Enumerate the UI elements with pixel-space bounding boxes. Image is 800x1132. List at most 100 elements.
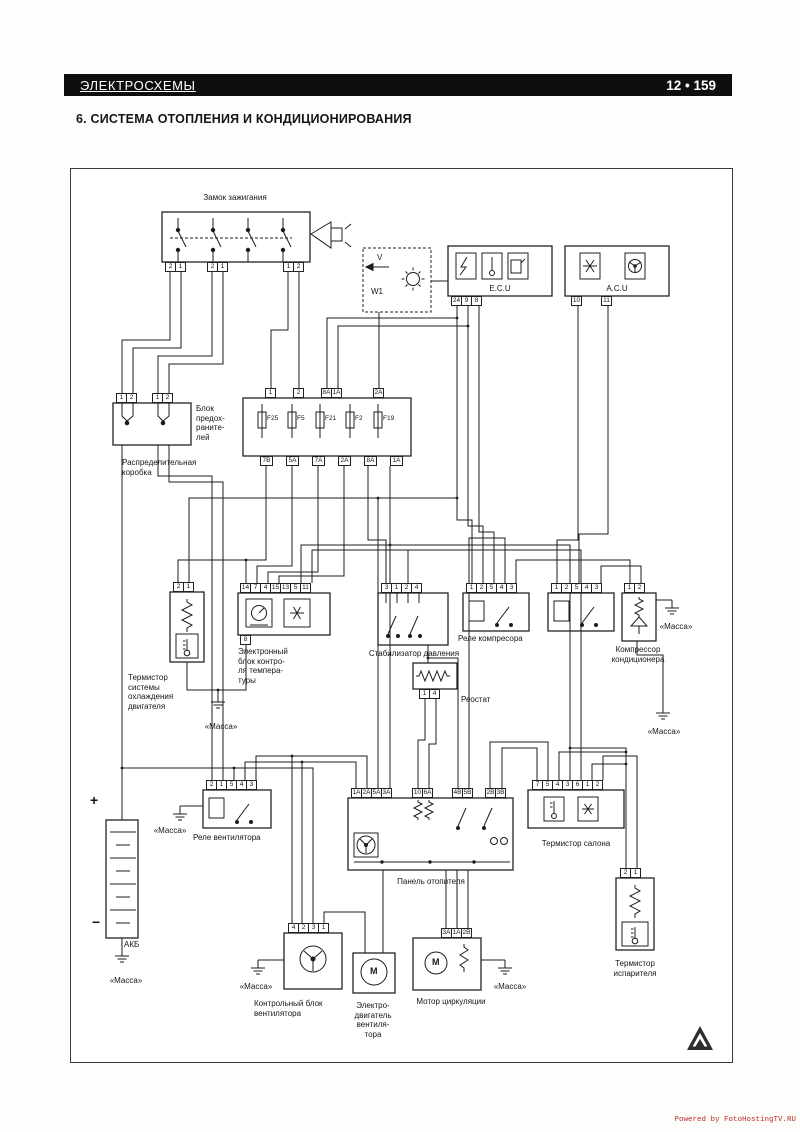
- evap-thermistor-body: [615, 877, 655, 951]
- pin: 7A: [312, 456, 325, 466]
- fuse-top-pin-1: 1: [265, 388, 276, 398]
- pin: 8A: [364, 456, 377, 466]
- pin: 8: [471, 296, 482, 306]
- heater-panel-box: [347, 797, 514, 871]
- pin: 8: [240, 635, 251, 645]
- pressure-stabilizer-box: [377, 592, 449, 646]
- coolant-thermistor-label: Термистор системы охлаждения двигателя: [128, 673, 174, 711]
- pin: 1A: [390, 456, 403, 466]
- coolant-resistor-icon: [180, 599, 194, 657]
- fan-relay-box: [202, 789, 272, 829]
- cabin-thermo-icon: [550, 801, 557, 819]
- acu-pin-11: 11: [601, 296, 612, 306]
- component-symbols: [110, 218, 649, 986]
- battery-plates-icon: [110, 831, 136, 924]
- ignition-label: Замок зажигания: [203, 193, 267, 202]
- w1-volt-label: V: [377, 253, 383, 262]
- fan-motor-icon: [360, 958, 388, 986]
- page-header: ЭЛЕКТРОСХЕМЫ 12 • 159: [64, 74, 732, 96]
- pin: 3: [246, 780, 257, 790]
- coolant-thermistor-body: [169, 591, 205, 663]
- pin: 2: [293, 262, 304, 272]
- pin: 2A: [338, 456, 351, 466]
- wiring: [121, 272, 672, 961]
- circulation-motor-m: M: [432, 957, 440, 967]
- pin: 1: [630, 868, 641, 878]
- fan-motor-label: Электро- двигатель вентиля- тора: [354, 1001, 392, 1039]
- pin: 1: [217, 262, 228, 272]
- distribution-box-label: Распределительная коробка: [122, 458, 197, 477]
- pin: 11: [601, 296, 612, 306]
- thermometer-icon: [489, 257, 495, 276]
- pin: 1: [318, 923, 329, 933]
- pin: 3A: [381, 788, 392, 798]
- pin: 1: [183, 582, 194, 592]
- terminal-dots-icon: [121, 403, 170, 426]
- circulation-motor-box: [412, 937, 482, 991]
- pin: 11: [300, 583, 311, 593]
- pin: 2: [634, 583, 645, 593]
- component-boxes: [105, 211, 670, 994]
- temp-control-label: Электронный блок контро- ля темпера- тур…: [238, 647, 288, 685]
- fuse-f21-label: F21: [325, 415, 337, 422]
- acu-box: [564, 245, 670, 297]
- fuse-icons: [257, 404, 383, 438]
- pin: 1A: [331, 388, 342, 398]
- header-page-number: 12 • 159: [666, 77, 716, 93]
- compressor-relay2-box: [547, 592, 615, 632]
- battery-minus-sign: −: [92, 914, 101, 930]
- illumination-icon: [364, 262, 425, 291]
- battery-label: АКБ: [124, 940, 140, 949]
- circulation-motor-icon: [424, 944, 469, 975]
- snowflake-icon: [583, 259, 597, 273]
- fuse-f5-label: F5: [297, 415, 305, 422]
- pin: 2A: [373, 388, 384, 398]
- rheostat-resistor-icon: [416, 669, 450, 683]
- blower-icon: [628, 259, 642, 273]
- ground-label-1: «Масса»: [204, 722, 238, 731]
- gauge-icon: [250, 605, 268, 626]
- ignition-box: [161, 211, 311, 263]
- heater-panel-icons: [354, 800, 510, 864]
- cabin-thermistor-label: Термистор салона: [541, 839, 611, 848]
- compressor-label: Компрессор кондиционера: [611, 645, 665, 664]
- fuse-box-label: Блок предох- раните- лей: [196, 404, 225, 442]
- fan-wheel-icon: [299, 945, 327, 973]
- w1-label: W1: [371, 287, 383, 296]
- ecu-box: [447, 245, 553, 297]
- fan-relay-label: Реле вентилятора: [193, 833, 261, 842]
- pin: 4: [429, 689, 440, 699]
- pin: 1: [175, 262, 186, 272]
- ignition-contacts-icon: [170, 218, 292, 262]
- pin: 5B: [462, 788, 473, 798]
- heater-panel-label: Панель отопителя: [397, 877, 465, 886]
- publisher-logo: [687, 1026, 713, 1050]
- pin: 2: [162, 393, 173, 403]
- acu-label: A.C.U: [606, 284, 628, 293]
- acu-pin-10: 10: [571, 296, 582, 306]
- pin: 2: [293, 388, 304, 398]
- pin: 2: [592, 780, 603, 790]
- ground-label-3: «Масса»: [647, 727, 681, 736]
- w1-box: [362, 247, 432, 313]
- fuse-top-pin-2: 2: [293, 388, 304, 398]
- stabilizer-contacts-icon: [385, 593, 422, 638]
- battery-box: [105, 819, 139, 939]
- fuse-box: [242, 397, 412, 457]
- circulation-motor-label: Мотор циркуляции: [416, 997, 486, 1006]
